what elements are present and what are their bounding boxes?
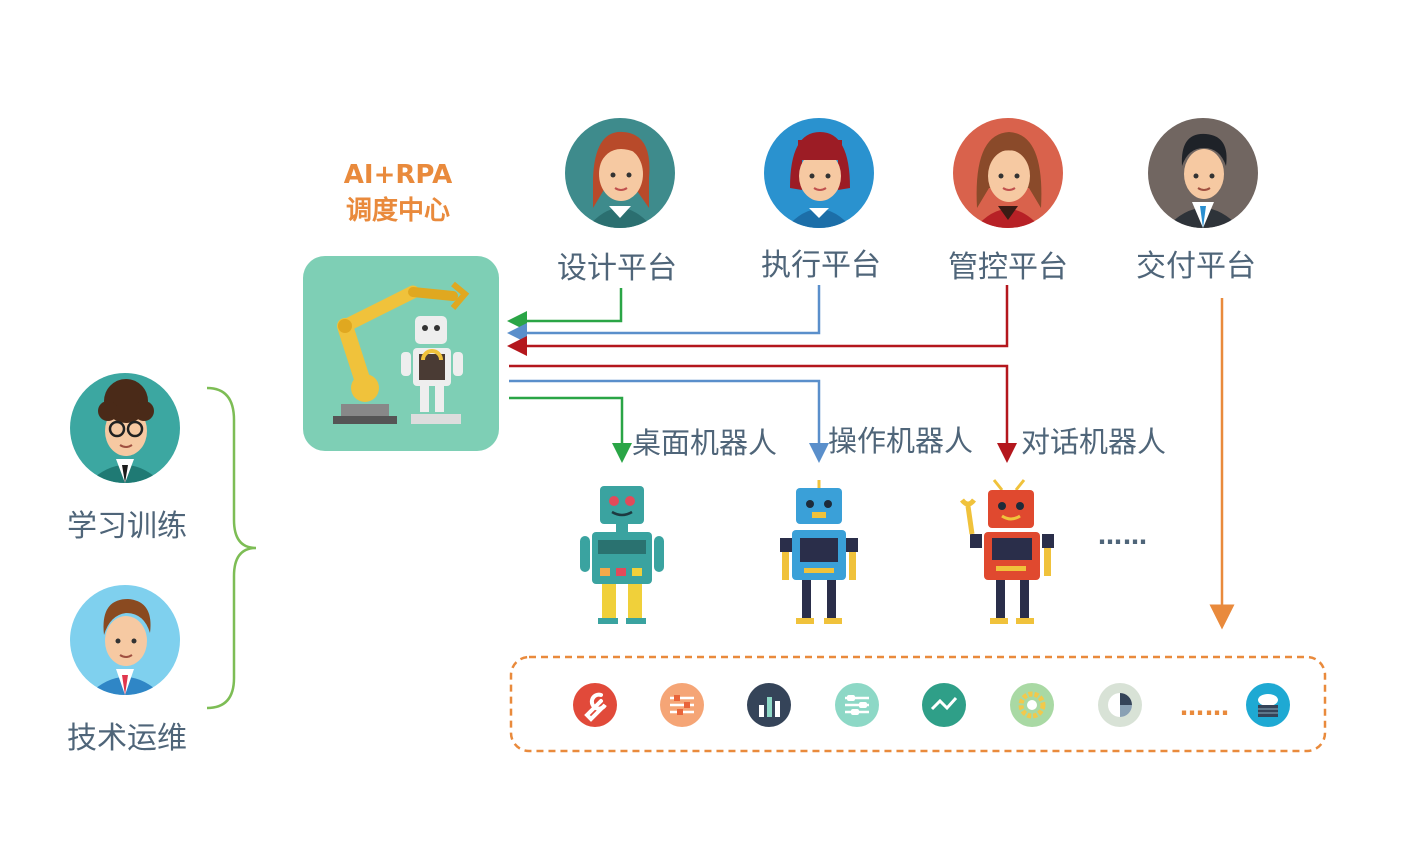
- toggles-icon: [835, 683, 879, 727]
- gear-icon: [1010, 683, 1054, 727]
- design-to-center-arrow: [507, 288, 623, 331]
- curly-brace: [206, 386, 257, 710]
- delivery-platform-label: 交付平台: [1136, 249, 1256, 284]
- center-to-desk-robot-arrow: [509, 396, 632, 463]
- robot-arm-icon: [333, 281, 470, 424]
- desktop-robot-label: 桌面机器人: [632, 426, 778, 460]
- training-avatar: [70, 373, 180, 483]
- ops-avatar: [70, 585, 180, 695]
- ops-label: 技术运维: [67, 721, 187, 756]
- center-to-op-robot-arrow: [509, 379, 829, 463]
- more-robots-ellipsis: ……: [1098, 522, 1148, 550]
- design-platform-label: 设计平台: [557, 251, 677, 286]
- bar-chart-icon: [747, 683, 791, 727]
- desktop-robot-icon: [580, 486, 664, 624]
- wrench-icon: [573, 683, 617, 727]
- control-platform-avatar: [953, 118, 1063, 228]
- cloud-server-icon: [1246, 683, 1290, 727]
- exec-platform-avatar: [764, 118, 874, 228]
- dialog-robot-icon: [960, 479, 1054, 624]
- sliders-icon: [660, 683, 704, 727]
- services-box: [509, 655, 1327, 753]
- center-title-line2: 调度中心: [345, 196, 450, 226]
- dialog-robot-label: 对话机器人: [1021, 425, 1167, 459]
- center-to-control-robot-arrow: [509, 364, 1017, 463]
- operation-robot-icon: [780, 480, 858, 624]
- center-title: AI+RPA 调度中心: [298, 157, 498, 229]
- center-title-line1: AI+RPA: [343, 160, 453, 190]
- delivery-platform-avatar: [1148, 118, 1258, 228]
- pie-chart-icon: [1098, 683, 1142, 727]
- design-platform-avatar: [565, 118, 675, 228]
- line-chart-icon: [922, 683, 966, 727]
- more-services-ellipsis: ……: [1180, 693, 1230, 721]
- control-platform-label: 管控平台: [948, 250, 1068, 285]
- training-label: 学习训练: [67, 509, 187, 544]
- control-to-center-arrow: [507, 285, 1009, 356]
- rpa-center-tile: [303, 256, 499, 451]
- operation-robot-label: 操作机器人: [828, 424, 974, 458]
- exec-platform-label: 执行平台: [761, 248, 881, 283]
- exec-to-center-arrow: [507, 285, 821, 343]
